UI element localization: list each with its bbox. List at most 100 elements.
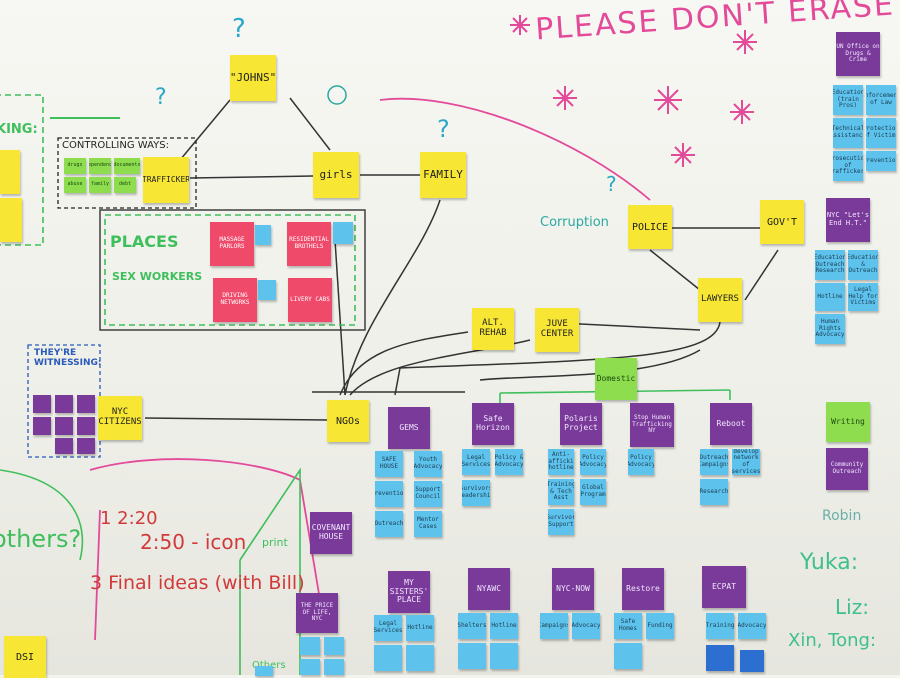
un-note: Education (train Pros) <box>833 85 863 115</box>
family-note: FAMILY <box>420 152 466 198</box>
control-item: documents <box>114 158 140 174</box>
alt-rehab-note: ALT. REHAB <box>472 308 514 350</box>
ngos-note: NGOs <box>327 400 369 442</box>
org-nyc-now: NYC-NOW <box>552 568 594 610</box>
name-liz: Liz: <box>835 595 869 619</box>
ideas-line-4: 3 Final ideas (with Bill) <box>90 572 305 594</box>
org-nyawc: NYAWC <box>468 568 510 610</box>
un-note: Enforcement of Law <box>866 85 896 115</box>
lawyers-note: LAWYERS <box>698 278 742 322</box>
johns-note: "JOHNS" <box>230 55 276 101</box>
ideas-line-2: 2:50 - icon <box>140 530 247 554</box>
livery-cabs-note: LIVERY CABS <box>288 278 332 322</box>
yellow-note-edge <box>0 198 22 242</box>
note-bottom <box>614 643 642 669</box>
question-mark: ? <box>437 115 450 143</box>
trafficker-note: "TRAFFICKER" <box>143 157 189 203</box>
un-note: Prosecution of Traffickers <box>833 151 863 181</box>
blue-note <box>333 222 353 244</box>
control-item: family <box>89 177 111 193</box>
org-restore: Restore <box>622 568 664 610</box>
note-gems: SAFE HOUSE <box>375 451 403 477</box>
note-bottom <box>300 637 320 655</box>
others-bottom: Others <box>252 660 286 671</box>
nyc-ht-note: NYC "Let's End H.T." <box>826 198 870 242</box>
note-safe: Legal Services <box>462 449 490 475</box>
writing-note: Writing <box>826 402 870 442</box>
org-ecpat: ECPAT <box>702 566 746 608</box>
note-bottom: Advocacy <box>738 613 766 639</box>
note-reboot: Outreach Campaigns <box>700 449 728 475</box>
note-bottom: Training <box>706 613 734 639</box>
org-gems: GEMS <box>388 407 430 449</box>
name-xintong: Xin, Tong: <box>788 630 877 651</box>
nyc-note: Human Rights Advocacy <box>815 314 845 344</box>
note-gems: Youth Advocacy <box>414 451 442 477</box>
note-bottom: Campaigns <box>540 613 568 639</box>
note-bottom: Hotline <box>490 613 518 639</box>
note-polaris: Training & Tech Asst <box>548 479 574 505</box>
note-bottom <box>706 645 734 671</box>
note-bottom <box>324 637 344 655</box>
note-gems: Mentor Cases <box>414 511 442 537</box>
note-bottom <box>255 666 273 676</box>
ideas-line-1: 1 2:20 <box>100 508 158 529</box>
controlling-ways-title: CONTROLLING WAYS: <box>62 140 169 151</box>
note-bottom <box>300 659 320 675</box>
org-safe-horizon: Safe Horizon <box>472 403 514 445</box>
question-mark: ? <box>232 14 246 44</box>
domestic-note: Domestic <box>595 358 637 400</box>
witnessing-title: THEY'RE WITNESSING: <box>34 348 102 368</box>
note-bottom: Funding <box>646 613 674 639</box>
purple-mini <box>77 395 95 413</box>
govt-note: GOV'T <box>760 200 804 244</box>
dsi-note: DSI <box>4 636 46 678</box>
purple-mini <box>55 417 73 435</box>
purple-mini <box>33 417 51 435</box>
note-bottom <box>374 645 402 671</box>
un-note: Prevention <box>866 151 896 171</box>
nyc-note: Education Outreach Research <box>815 250 845 280</box>
nyc-note: Education & Outreach <box>848 250 878 280</box>
question-mark: ? <box>155 85 167 110</box>
note-bottom: Shelters <box>458 613 486 639</box>
blue-note <box>255 225 271 245</box>
note-reboot: develop network of services <box>732 449 760 475</box>
purple-mini <box>55 438 73 454</box>
girls-note: girls <box>313 152 359 198</box>
un-note: Technical Assistance <box>833 118 863 148</box>
control-item: debt <box>114 177 136 193</box>
note-polaris: Global Program <box>580 479 606 505</box>
purple-mini <box>77 417 95 435</box>
note-bottom: Advocacy <box>572 613 600 639</box>
note-bottom <box>406 645 434 671</box>
note-safe: Survivors Leadership <box>462 480 490 506</box>
note-polaris: Anti-trafficking hotline <box>548 449 574 475</box>
nyc-citizens-note: NYC CITIZENS <box>98 396 142 440</box>
massage-parlors-note: MASSAGE PARLORS <box>210 222 254 266</box>
org-my-sisters-place: MY SISTERS' PLACE <box>388 571 430 613</box>
un-note: Protection of Victims <box>866 118 896 148</box>
control-item: abuse <box>64 177 86 193</box>
purple-mini <box>55 395 73 413</box>
note-safe: Policy & Advocacy <box>495 449 523 475</box>
note-bottom: Safe Homes <box>614 613 642 639</box>
driving-networks-note: DRIVING NETWORKS <box>213 278 257 322</box>
control-item: drugs <box>64 158 86 174</box>
name-yuka: Yuka: <box>800 550 859 575</box>
note-stop: Policy Advocacy <box>628 449 654 475</box>
org-covenant-house: COVENANT HOUSE <box>310 512 352 554</box>
note-bottom: Legal Services <box>374 615 402 641</box>
note-bottom: Hotline <box>406 615 434 641</box>
blue-note <box>258 280 276 300</box>
nyc-note: Hotline <box>815 283 845 311</box>
note-gems: Outreach <box>375 511 403 537</box>
note-polaris: Policy Advocacy <box>580 449 606 475</box>
working-label: KING: <box>0 122 38 137</box>
note-gems: Support Council <box>414 481 442 507</box>
note-bottom <box>740 650 764 672</box>
note-gems: Prevention <box>375 481 403 507</box>
corruption-label: Corruption <box>540 215 609 230</box>
org-polaris: Polaris Project <box>560 403 602 445</box>
